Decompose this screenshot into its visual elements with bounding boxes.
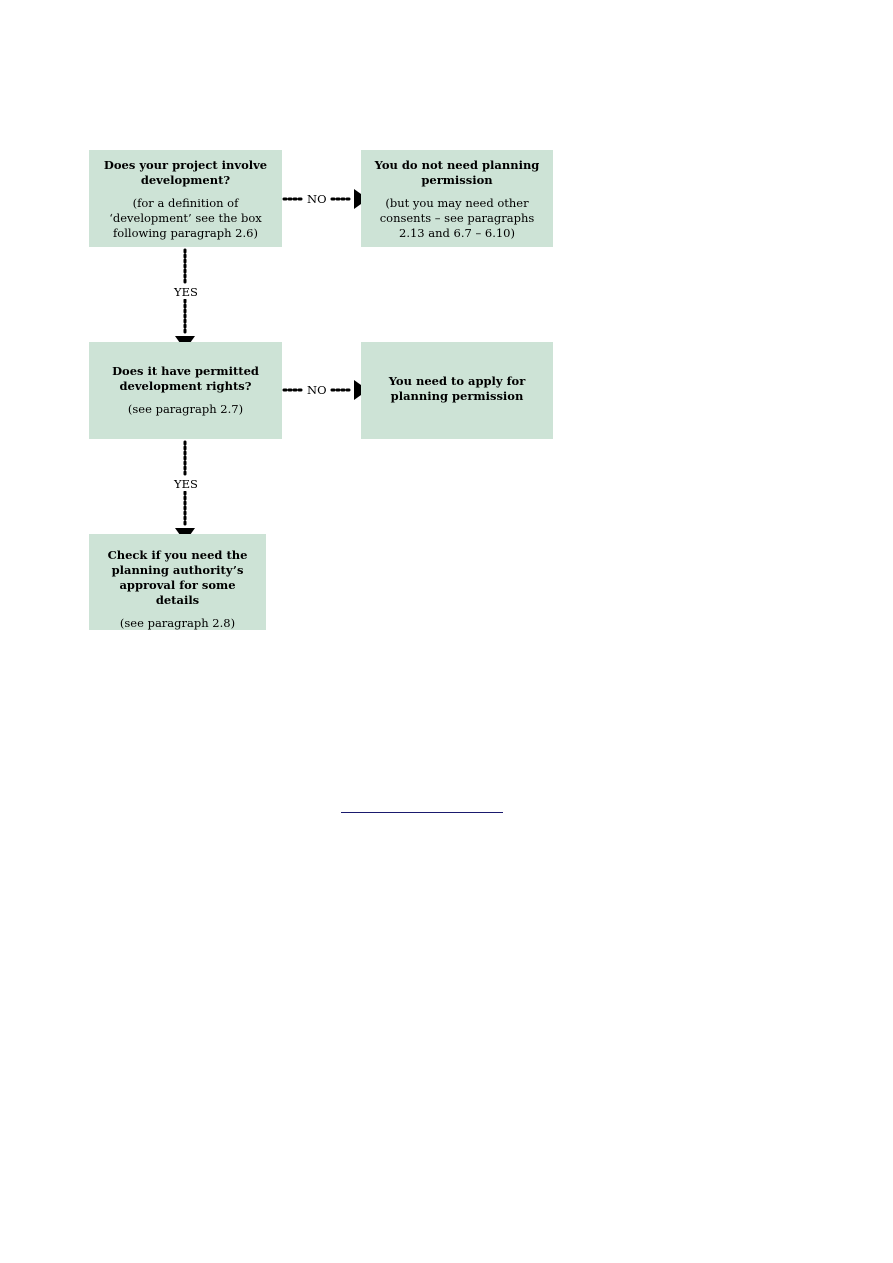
node-r3-note: (see paragraph 2.8) bbox=[119, 616, 236, 630]
edge-label-q1-r1: NO bbox=[307, 192, 327, 206]
edge-label-q2-r2: NO bbox=[307, 383, 327, 397]
node-r2-apply-permission: You need to apply for planning permissio… bbox=[361, 342, 553, 439]
separator-rule bbox=[341, 812, 503, 813]
node-r1-title: You do not need planning permission bbox=[374, 158, 540, 187]
node-r3-check-approval: Check if you need the planning authority… bbox=[89, 534, 266, 630]
node-q2-permitted-rights: Does it have permitted development right… bbox=[89, 342, 282, 439]
edge-label-q2-r3: YES bbox=[174, 477, 198, 491]
node-q1-title: Does your project involve development? bbox=[103, 158, 268, 187]
node-q2-note: (see paragraph 2.7) bbox=[127, 402, 244, 416]
node-q1-development: Does your project involve development? (… bbox=[89, 150, 282, 247]
node-r1-note: (but you may need other consents – see p… bbox=[379, 196, 535, 240]
node-q2-title: Does it have permitted development right… bbox=[112, 364, 259, 393]
edge-label-q1-q2: YES bbox=[174, 285, 198, 299]
node-r1-no-permission: You do not need planning permission (but… bbox=[361, 150, 553, 247]
node-r2-title: You need to apply for planning permissio… bbox=[388, 374, 526, 403]
node-q1-note: (for a definition of ‘development’ see t… bbox=[109, 196, 262, 240]
node-r3-title: Check if you need the planning authority… bbox=[107, 548, 248, 607]
